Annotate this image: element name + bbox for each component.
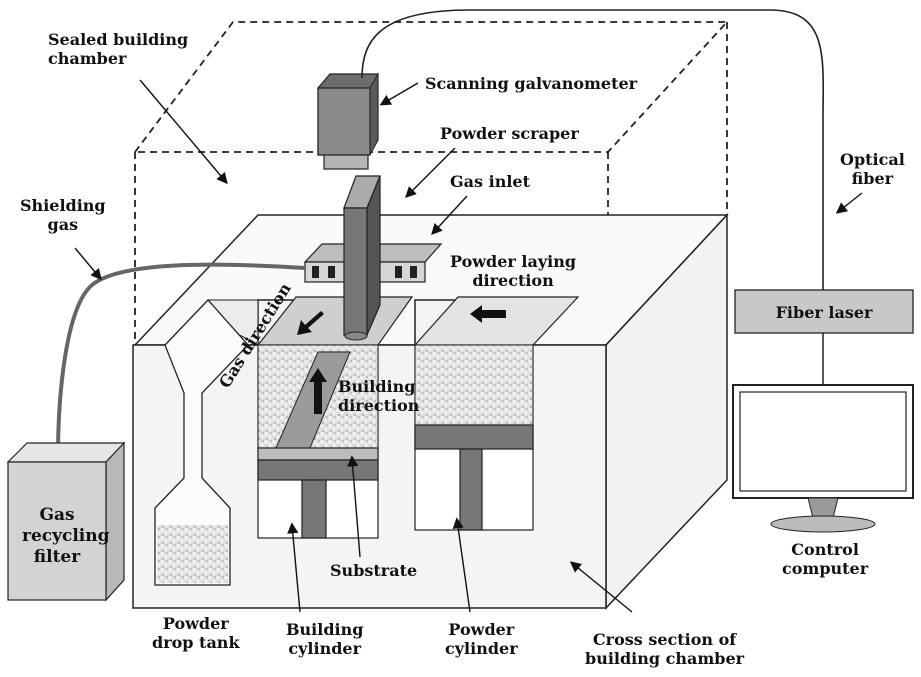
building-direction-arrow <box>309 368 327 414</box>
optical-fiber-label-line1: Optical <box>840 150 905 169</box>
powder-piston-rod <box>459 448 483 531</box>
cross-section-line1: Cross section of <box>592 630 737 649</box>
powder-supply-bed <box>414 344 534 426</box>
sealed-chamber-label-line1: Sealed building <box>48 30 189 49</box>
powder-drop-tank-fill <box>157 525 228 583</box>
powder-drop-tank <box>154 299 249 586</box>
building-cylinder-line1: Building <box>286 620 364 639</box>
sealed-chamber-label-line2: chamber <box>48 49 127 68</box>
fiber-laser-box <box>734 289 914 334</box>
optical-fiber-cable <box>361 9 825 290</box>
shielding-gas-label-line1: Shielding <box>20 196 106 215</box>
building-cylinder-line2: cylinder <box>288 639 362 658</box>
optical-fiber-label: Optical fiber <box>840 150 905 188</box>
powder-cylinder-line2: cylinder <box>445 639 518 658</box>
control-computer-label: Control computer <box>782 540 868 578</box>
shielding-gas-label-line2: gas <box>47 215 79 234</box>
scanning-galvanometer <box>317 72 379 170</box>
control-computer-line2: computer <box>782 559 869 578</box>
substrate-label: Substrate <box>330 561 418 580</box>
control-computer-monitor <box>732 384 914 533</box>
powder-laying-direction-line2: direction <box>472 271 554 290</box>
gas-recycling-filter-box <box>6 441 126 602</box>
powder-piston-plate <box>414 424 534 450</box>
powder-drop-tank-label: Powder drop tank <box>152 614 240 652</box>
shielding-gas-hose <box>56 262 306 456</box>
gas-recycling-filter-label: Gas recycling filter <box>22 505 110 568</box>
powder-laying-direction-line1: Powder laying <box>450 252 577 271</box>
fiber-laser-label: Fiber laser <box>776 303 873 322</box>
powder-laying-direction-label: Powder laying direction <box>450 252 576 290</box>
shielding-gas-label: Shielding gas <box>20 196 106 234</box>
powder-scraper-label: Powder scraper <box>440 124 579 143</box>
cross-section-label: Cross section of building chamber <box>585 630 744 668</box>
powder-laying-arrow <box>470 305 506 323</box>
sealed-chamber-label: Sealed building chamber <box>48 30 188 68</box>
gas-direction-arrow <box>297 311 324 335</box>
building-piston-plate <box>257 459 379 481</box>
gas-recycling-filter-line3: filter <box>33 547 81 567</box>
powder-scraper <box>343 175 381 341</box>
powder-cylinder-line1: Powder <box>448 620 515 639</box>
building-direction-line2: direction <box>338 396 420 415</box>
building-cylinder-label: Building cylinder <box>286 620 363 658</box>
powder-drop-tank-line1: Powder <box>162 614 229 633</box>
control-computer-line1: Control <box>791 540 859 559</box>
building-direction-line1: Building <box>338 377 416 396</box>
cross-section-line2: building chamber <box>585 649 745 668</box>
substrate-plate <box>257 447 379 461</box>
gas-recycling-filter-line1: Gas <box>39 505 75 525</box>
building-piston-rod <box>301 479 327 539</box>
powder-drop-tank-line2: drop tank <box>152 633 240 652</box>
gas-inlet-label: Gas inlet <box>450 172 530 191</box>
optical-fiber-label-line2: fiber <box>851 169 894 188</box>
building-direction-label: Building direction <box>338 377 419 415</box>
powder-cylinder-label: Powder cylinder <box>445 620 518 658</box>
scanning-galvanometer-label: Scanning galvanometer <box>425 74 638 93</box>
leader-lines <box>74 79 863 613</box>
gas-recycling-filter-line2: recycling <box>22 526 110 546</box>
